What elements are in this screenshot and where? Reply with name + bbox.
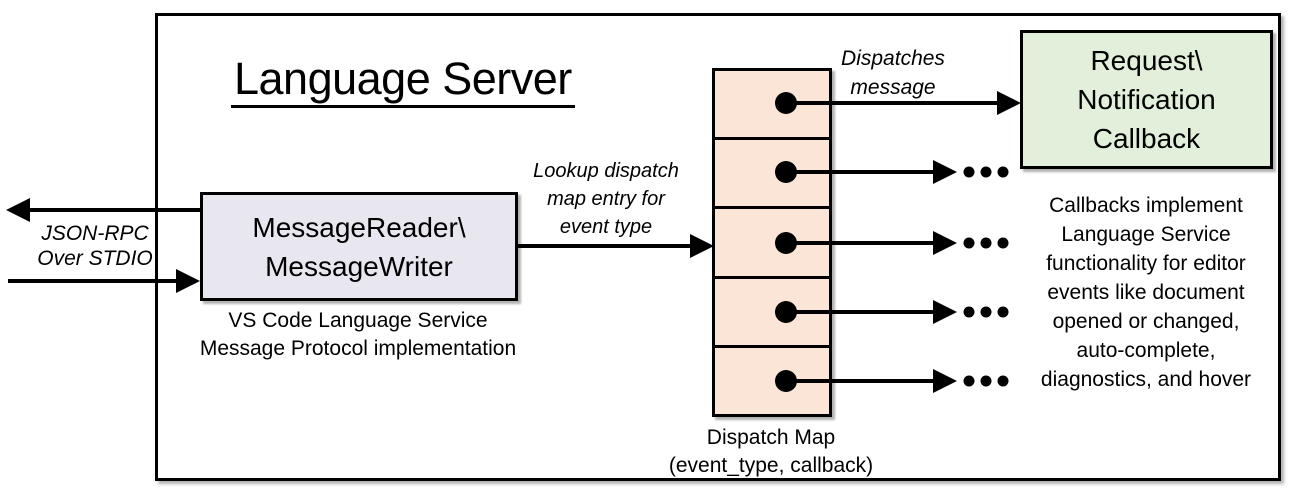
reader-caption-line2: Message Protocol implementation — [199, 337, 517, 360]
reader-box-line2: MessageWriter — [265, 250, 453, 282]
note-line: diagnostics, and hover — [1040, 368, 1252, 391]
note-line: opened or changed, — [1052, 310, 1240, 333]
note-line: Language Service — [1061, 223, 1231, 246]
note-line: auto-complete, — [1076, 339, 1216, 362]
jsonrpc-label-line1: JSON-RPC — [41, 222, 149, 245]
note-line: functionality for editor — [1046, 252, 1246, 275]
callback-box-line3: Callback — [1092, 123, 1201, 154]
dispatch-map-cell — [715, 206, 829, 276]
dispatch-map-table — [712, 68, 832, 417]
dispatch-map-cell — [715, 275, 829, 345]
dispatch-map-cell — [715, 137, 829, 207]
callbacks-note: Callbacks implement Language Service fun… — [1016, 191, 1276, 394]
lookup-dispatch-label: Lookup dispatch map entry for event type — [518, 157, 694, 241]
reader-box-caption: VS Code Language Service Message Protoco… — [158, 307, 558, 363]
dispatch-map-cell — [715, 71, 829, 138]
reader-box-line1: MessageReader\ — [252, 211, 466, 243]
dispatch-map-caption: Dispatch Map (event_type, callback) — [646, 424, 896, 480]
callback-box-line2: Notification — [1077, 84, 1216, 115]
lookup-label-line2: map entry for — [547, 188, 665, 210]
dispatches-message-label: Dispatches message — [828, 44, 958, 102]
jsonrpc-stdio-label: JSON-RPC Over STDIO — [15, 221, 175, 271]
reader-caption-line1: VS Code Language Service — [228, 309, 488, 332]
dispatch-map-cell — [715, 344, 829, 415]
message-reader-writer-box: MessageReader\ MessageWriter — [200, 192, 518, 301]
lookup-label-line1: Lookup dispatch — [533, 160, 679, 182]
dispatch-caption-line1: Dispatch Map — [706, 426, 836, 449]
dispatches-label-line2: message — [850, 76, 936, 99]
dispatches-label-line1: Dispatches — [841, 47, 945, 70]
diagram-title: Language Server — [231, 56, 575, 108]
callback-box-line1: Request\ — [1090, 45, 1203, 76]
dispatch-caption-line2: (event_type, callback) — [668, 454, 874, 477]
note-line: events like document — [1047, 281, 1245, 304]
jsonrpc-label-line2: Over STDIO — [37, 247, 153, 270]
lookup-label-line3: event type — [559, 216, 653, 238]
request-notification-callback-box: Request\ Notification Callback — [1020, 30, 1273, 169]
note-line: Callbacks implement — [1049, 194, 1243, 217]
